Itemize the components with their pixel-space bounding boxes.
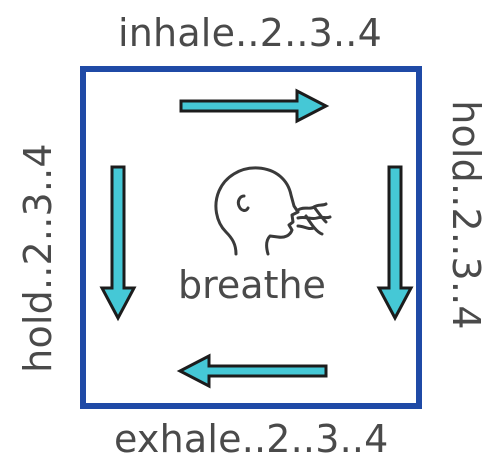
arrow-down-right-icon bbox=[376, 165, 414, 322]
top-label: inhale..2..3..4 bbox=[118, 11, 382, 55]
arrow-right-icon bbox=[179, 88, 330, 124]
arrow-down-left-icon bbox=[99, 165, 137, 322]
breathing-box-frame bbox=[80, 66, 422, 409]
center-label: breathe bbox=[178, 263, 326, 307]
bottom-label: exhale..2..3..4 bbox=[114, 417, 389, 461]
breathing-head-icon bbox=[214, 166, 332, 256]
arrow-left-icon bbox=[176, 353, 328, 389]
